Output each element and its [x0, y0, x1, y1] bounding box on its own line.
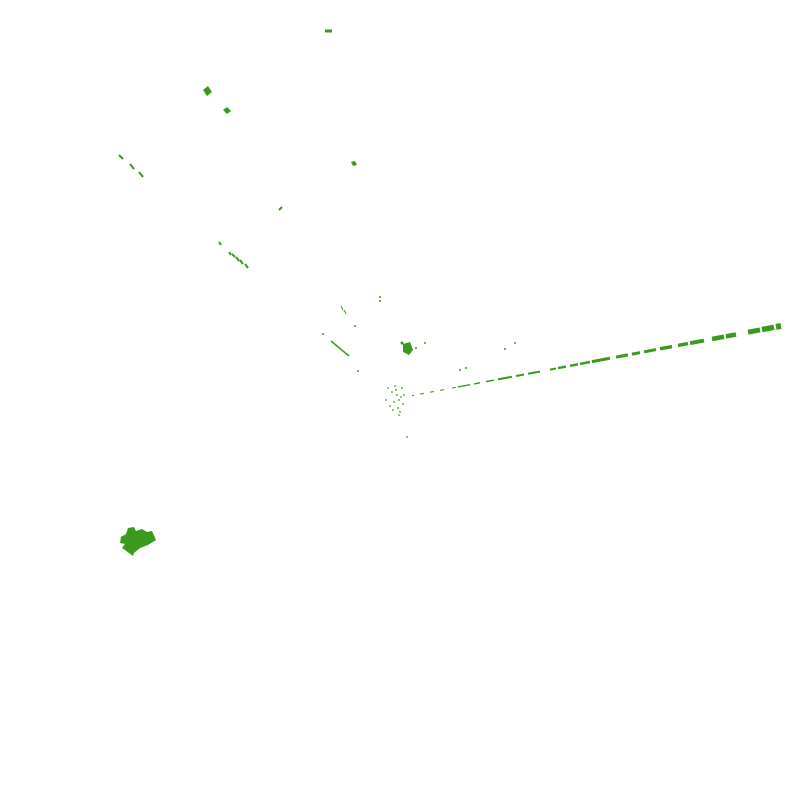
point-mark: [429, 390, 435, 393]
point-mark: [322, 333, 324, 335]
point-mark: [439, 389, 445, 391]
point-mark: [203, 86, 212, 96]
point-mark: [451, 386, 457, 389]
point-mark: [278, 206, 283, 211]
point-mark: [118, 154, 124, 160]
point-mark: [387, 387, 389, 389]
point-mark: [473, 382, 481, 385]
point-mark: [515, 373, 525, 377]
point-mark: [392, 409, 394, 411]
point-mark: [228, 251, 232, 256]
point-mark: [415, 347, 417, 349]
point-mark: [398, 414, 400, 416]
point-mark: [677, 341, 689, 348]
point-mark: [400, 396, 402, 398]
point-mark: [393, 401, 395, 403]
point-mark: [354, 325, 356, 327]
point-mark: [557, 365, 567, 370]
point-mark: [397, 407, 399, 409]
point-mark: [643, 348, 657, 354]
point-mark: [396, 394, 398, 396]
point-mark: [340, 305, 344, 311]
point-mark: [244, 263, 249, 269]
point-mark: [549, 367, 557, 371]
point-mark: [579, 360, 591, 366]
point-mark: [711, 334, 725, 342]
point-mark: [504, 348, 506, 350]
point-mark: [402, 403, 404, 405]
point-mark: [615, 353, 629, 359]
point-mark: [379, 300, 381, 302]
point-cloud: [118, 29, 782, 556]
point-mark: [395, 389, 397, 391]
point-mark: [527, 370, 541, 375]
point-mark: [385, 399, 387, 401]
point-mark: [403, 342, 413, 355]
point-mark: [761, 324, 775, 333]
point-mark: [459, 369, 461, 371]
point-mark: [394, 385, 396, 387]
point-mark: [465, 367, 467, 369]
point-mark: [497, 375, 513, 381]
point-mark: [485, 379, 495, 383]
point-mark: [231, 253, 236, 258]
point-mark: [725, 332, 737, 339]
point-mark: [406, 436, 408, 438]
point-mark: [424, 342, 426, 344]
point-mark: [659, 344, 673, 351]
point-mark: [689, 338, 705, 346]
point-mark: [457, 383, 471, 388]
point-mark: [747, 327, 761, 335]
point-mark: [239, 259, 244, 265]
point-mark: [223, 107, 231, 114]
point-mark: [330, 340, 350, 357]
point-mark: [400, 341, 404, 345]
point-mark: [514, 342, 516, 344]
point-mark: [391, 391, 393, 393]
point-mark: [399, 411, 401, 413]
point-mark: [218, 241, 222, 246]
point-mark: [138, 171, 144, 178]
point-mark: [129, 163, 135, 170]
point-mark: [569, 363, 579, 368]
point-mark: [775, 323, 782, 330]
point-mark: [351, 161, 357, 166]
point-mark: [398, 399, 400, 401]
point-mark: [631, 351, 641, 356]
point-mark: [120, 527, 156, 556]
point-mark: [419, 392, 425, 395]
point-mark: [403, 394, 405, 396]
point-mark: [357, 370, 359, 372]
point-mark: [235, 256, 240, 262]
point-mark: [379, 296, 381, 298]
point-mark: [389, 405, 391, 407]
point-mark: [591, 356, 611, 364]
point-mark: [343, 309, 347, 315]
point-mark: [401, 387, 403, 389]
